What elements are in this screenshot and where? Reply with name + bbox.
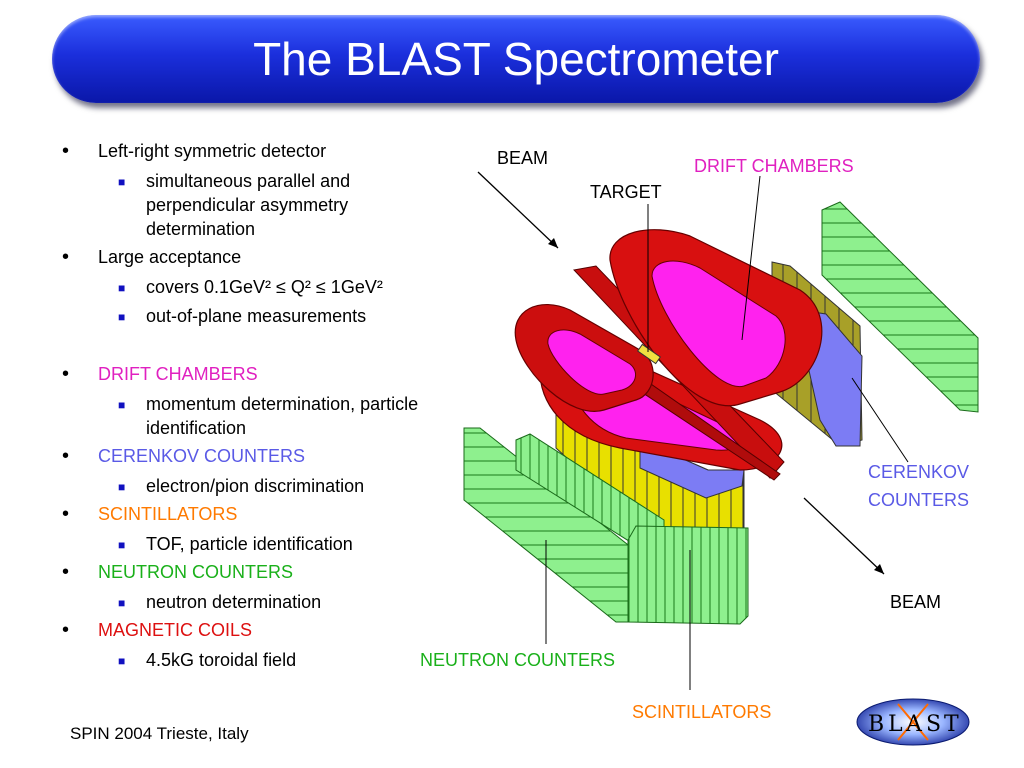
beam-out-arrow — [803, 497, 885, 575]
square-bullet-icon: ■ — [118, 175, 126, 189]
cerenkov-pointer — [851, 377, 909, 463]
blast-logo-icon: B L A S T — [856, 698, 970, 746]
bullet-text: NEUTRON COUNTERS — [98, 562, 294, 582]
beam-in-arrowhead — [548, 238, 558, 248]
title-bar: The BLAST Spectrometer — [52, 15, 980, 103]
drift-chamber-upper — [651, 260, 786, 387]
bullet-drift-chambers: • DRIFT CHAMBERS — [62, 363, 462, 385]
square-bullet-icon: ■ — [118, 281, 126, 295]
sub-bullet: ■ momentum determination, particle identi… — [62, 392, 462, 440]
target-cell — [636, 343, 662, 365]
label-scintillators: SCINTILLATORS — [632, 702, 772, 722]
label-beam-out: BEAM — [890, 592, 942, 612]
logo-letter: L — [888, 712, 903, 737]
bullet-text: Left-right symmetric detector — [98, 141, 327, 161]
square-bullet-icon: ■ — [118, 654, 126, 668]
neutron-panel-right — [821, 201, 979, 413]
neutron-block-front — [627, 525, 749, 625]
bullet-dot-icon: • — [62, 445, 70, 467]
label-neutron-counters: NEUTRON COUNTERS — [420, 650, 616, 670]
bullet-neutron: • NEUTRON COUNTERS — [62, 561, 462, 583]
beam-in-arrow — [477, 171, 559, 249]
sub-bullet: ■ 4.5kG toroidal field — [62, 648, 462, 672]
bullet-dot-icon: • — [62, 140, 70, 162]
bullet-text: SCINTILLATORS — [98, 504, 238, 524]
bullet-text: Large acceptance — [98, 247, 242, 267]
sub-bullet-text: momentum determination, particle identif… — [146, 394, 419, 438]
bullet-detector: • Left-right symmetric detector — [62, 140, 462, 162]
sub-bullet: ■ out-of-plane measurements — [62, 304, 462, 328]
sub-bullet: ■ TOF, particle identification — [62, 532, 462, 556]
bullet-text: MAGNETIC COILS — [98, 620, 253, 640]
bullet-dot-icon: • — [62, 561, 70, 583]
blast-logo: B L A S T — [856, 698, 970, 746]
logo-letter: A — [905, 712, 923, 737]
slide-title: The BLAST Spectrometer — [253, 33, 779, 85]
sub-bullet-text: covers 0.1GeV² ≤ Q² ≤ 1GeV² — [146, 277, 383, 297]
drift-pointer — [741, 175, 761, 341]
beam-out-arrowhead — [874, 564, 884, 574]
bullet-dot-icon: • — [62, 503, 70, 525]
label-target: TARGET — [590, 182, 662, 202]
label-drift-chambers: DRIFT CHAMBERS — [694, 156, 854, 176]
square-bullet-icon: ■ — [118, 480, 126, 494]
label-cerenkov-2: COUNTERS — [868, 490, 970, 510]
bullet-dot-icon: • — [62, 363, 70, 385]
square-bullet-icon: ■ — [118, 538, 126, 552]
sub-bullet: ■ covers 0.1GeV² ≤ Q² ≤ 1GeV² — [62, 275, 462, 299]
logo-letter: T — [944, 712, 959, 737]
label-cerenkov-1: CERENKOV — [868, 462, 970, 482]
square-bullet-icon: ■ — [118, 596, 126, 610]
square-bullet-icon: ■ — [118, 310, 126, 324]
bullet-list: • Left-right symmetric detector ■ simultan… — [62, 140, 462, 677]
bullet-cerenkov: • CERENKOV COUNTERS — [62, 445, 462, 467]
bullet-text: DRIFT CHAMBERS — [98, 364, 258, 384]
sub-bullet-text: TOF, particle identification — [146, 534, 353, 554]
sub-bullet: ■ electron/pion discrimination — [62, 474, 462, 498]
sub-bullet: ■ simultaneous parallel and perpendicular… — [62, 169, 462, 241]
logo-letter: S — [926, 712, 941, 737]
bullet-text: CERENKOV COUNTERS — [98, 446, 306, 466]
bullet-dot-icon: • — [62, 246, 70, 268]
logo-letter: B — [868, 712, 884, 737]
label-beam-in: BEAM — [497, 148, 549, 168]
sub-bullet-text: out-of-plane measurements — [146, 306, 367, 326]
square-bullet-icon: ■ — [118, 398, 126, 412]
bullet-coils: • MAGNETIC COILS — [62, 619, 462, 641]
drift-chamber-left — [547, 329, 637, 395]
sub-bullet-text: electron/pion discrimination — [146, 476, 365, 496]
sub-bullet-text: simultaneous parallel and perpendicular … — [146, 171, 351, 239]
bullet-scintillators: • SCINTILLATORS — [62, 503, 462, 525]
sub-bullet-text: neutron determination — [146, 592, 322, 612]
sub-bullet-text: 4.5kG toroidal field — [146, 650, 297, 670]
bullet-acceptance: • Large acceptance — [62, 246, 462, 268]
sub-bullet: ■ neutron determination — [62, 590, 462, 614]
bullet-dot-icon: • — [62, 619, 70, 641]
footer-text: SPIN 2004 Trieste, Italy — [70, 724, 249, 743]
